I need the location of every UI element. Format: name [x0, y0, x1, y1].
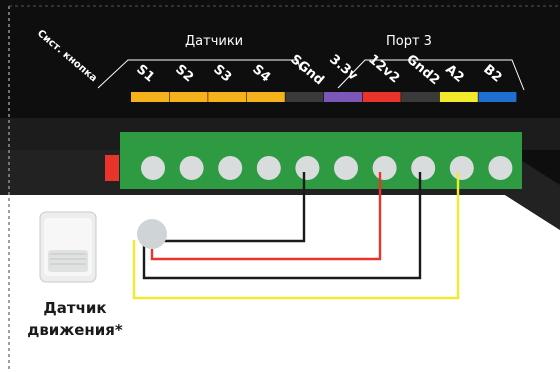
- terminal-hole-s1: [141, 156, 165, 180]
- sensor-connector: [137, 219, 167, 249]
- wire-black-gnd2: [142, 172, 422, 280]
- sensors-bracket: [97, 59, 301, 89]
- wire-yellow-a2: [132, 172, 460, 300]
- pin-color-strips: [131, 92, 517, 102]
- pin-strip-s1: [131, 92, 169, 102]
- pin-strip-sgnd: [285, 92, 324, 102]
- pin-strip-s3: [208, 92, 247, 102]
- terminal-hole-s3: [218, 156, 243, 180]
- port-group-label: Порт 3: [386, 34, 432, 49]
- terminal-hole-s2: [179, 156, 204, 180]
- motion-sensor-device: [39, 211, 97, 283]
- terminal-hole-a2: [449, 156, 474, 180]
- pin-strip-33v: [324, 92, 362, 102]
- pin-strip-gnd2: [401, 92, 440, 102]
- sensor-label-line2: движения*: [27, 321, 123, 339]
- port-bracket: [337, 59, 525, 91]
- terminal-hole-12v2: [372, 156, 397, 180]
- wire-red-12v2: [150, 172, 382, 261]
- terminal-hole-b2: [488, 156, 513, 180]
- sensor-label-line1: Датчик: [43, 299, 107, 317]
- pin-strip-s2: [169, 92, 208, 102]
- red-indicator: [105, 155, 119, 181]
- pin-strip-12v2: [362, 92, 401, 102]
- wire-black-sgnd: [152, 172, 306, 243]
- pin-strip-s4: [246, 92, 285, 102]
- terminal-hole-gnd2: [411, 156, 436, 180]
- sensors-group-label: Датчики: [185, 34, 244, 49]
- terminal-hole-sgnd: [295, 156, 320, 180]
- terminal-hole-33v: [334, 156, 358, 180]
- pin-strip-a2: [439, 92, 478, 102]
- terminal-holes: [141, 156, 513, 180]
- terminal-hole-s4: [256, 156, 281, 180]
- device-panel: [0, 0, 560, 230]
- pin-strip-b2: [478, 92, 517, 102]
